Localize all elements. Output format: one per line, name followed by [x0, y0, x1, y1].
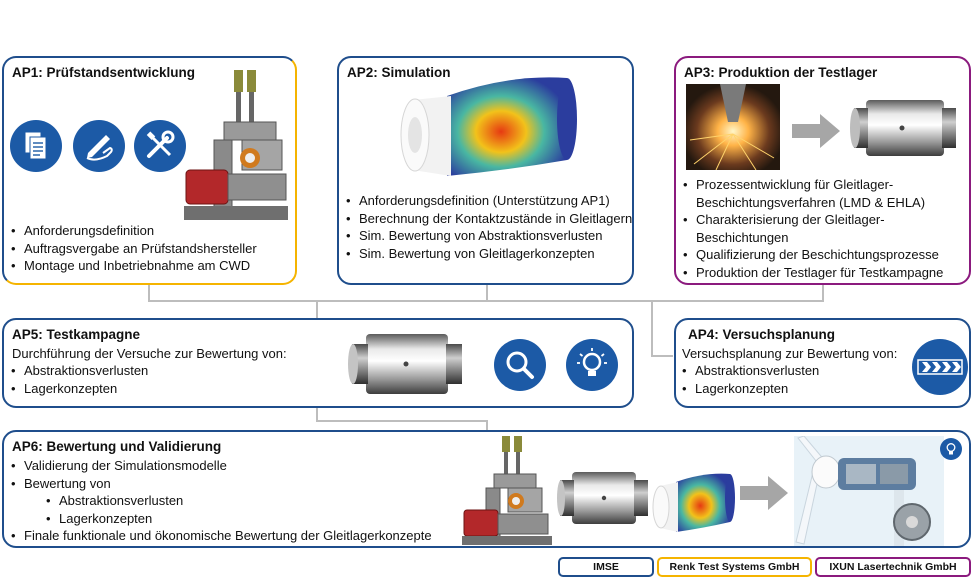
ap5-title: AP5: Testkampagne: [12, 327, 141, 342]
ap2-box: AP2: Simulation Anforderungsdefinition (…: [337, 56, 634, 285]
connector-line: [486, 285, 488, 301]
legend-imse: IMSE: [558, 557, 654, 577]
list-item: Validierung der Simulationsmodelle: [11, 457, 471, 475]
ap4-list: Abstraktionsverlusten Lagerkonzepten: [682, 362, 902, 397]
list-item: Qualifizierung der Beschichtungsprozesse: [683, 246, 968, 264]
ap5-box: AP5: Testkampagne Durchführung der Versu…: [2, 318, 634, 408]
connector-line: [316, 408, 318, 421]
wind-turbine-image: [794, 436, 944, 546]
ap3-box: AP3: Produktion der Testlager Prozessent…: [674, 56, 971, 285]
connector-line: [822, 285, 824, 301]
ap4-intro: Versuchsplanung zur Bewertung von:: [682, 346, 898, 361]
connector-line: [486, 420, 488, 430]
list-item: Sim. Bewertung von Abstraktionsverlusten: [346, 227, 634, 245]
ap3-title: AP3: Produktion der Testlager: [684, 65, 878, 80]
ap5-intro: Durchführung der Versuche zur Bewertung …: [12, 346, 287, 361]
legend-renk: Renk Test Systems GmbH: [657, 557, 812, 577]
ap6-title: AP6: Bewertung und Validierung: [12, 439, 222, 454]
bearing-image: [348, 334, 462, 394]
arrow-right-icon: [740, 476, 788, 510]
simulation-bearing-image: [400, 77, 577, 176]
bearing-image: [850, 100, 956, 156]
connector-line: [148, 300, 824, 302]
ap1-box: AP1: Prüfstandsentwicklung Anforderungsd…: [2, 56, 297, 285]
ap5-list: Abstraktionsverlusten Lagerkonzepten: [11, 362, 311, 397]
list-item: Charakterisierung der Gleitlager-Beschic…: [683, 211, 968, 246]
ap1-list: Anforderungsdefinition Auftragsvergabe a…: [11, 222, 296, 275]
list-item: Produktion der Testlager für Testkampagn…: [683, 264, 968, 282]
connector-line: [148, 285, 150, 301]
list-item: Anforderungsdefinition (Unterstützung AP…: [346, 192, 634, 210]
list-item: Montage und Inbetriebnahme am CWD: [11, 257, 296, 275]
tools-icon: [134, 120, 186, 172]
list-item: Lagerkonzepten: [682, 380, 902, 398]
ap6-list: Validierung der Simulationsmodelle Bewer…: [11, 457, 471, 545]
list-item: Sim. Bewertung von Gleitlagerkonzepten: [346, 245, 634, 263]
connector-line: [651, 300, 653, 356]
bearing-image: [557, 472, 648, 524]
document-icon: [10, 120, 62, 172]
list-item: Berechnung der Kontaktzustände in Gleitl…: [346, 210, 634, 228]
arrow-right-icon: [792, 114, 840, 148]
laser-coating-image: [686, 84, 780, 170]
list-item: Abstraktionsverlusten: [11, 362, 311, 380]
list-item: Bewertung von: [11, 475, 471, 493]
ap4-box: AP4: Versuchsplanung Versuchsplanung zur…: [674, 318, 971, 408]
list-subitem: Abstraktionsverlusten: [11, 492, 471, 510]
list-item: Lagerkonzepten: [11, 380, 311, 398]
list-item: Finale funktionale und ökonomische Bewer…: [11, 527, 471, 545]
ap2-title: AP2: Simulation: [347, 65, 451, 80]
test-rig-image: [462, 436, 552, 545]
magnifier-icon: [494, 339, 546, 391]
connector-line: [651, 355, 673, 357]
list-subitem: Lagerkonzepten: [11, 510, 471, 528]
list-item: Anforderungsdefinition: [11, 222, 296, 240]
list-item: Auftragsvergabe an Prüfstandshersteller: [11, 240, 296, 258]
lightbulb-icon: [940, 438, 962, 460]
list-item: Abstraktionsverlusten: [682, 362, 902, 380]
ap1-title: AP1: Prüfstandsentwicklung: [12, 65, 196, 80]
connector-line: [316, 420, 488, 422]
list-item: Prozessentwicklung für Gleitlager-Beschi…: [683, 176, 968, 211]
test-rig-image: [184, 70, 288, 220]
ap6-box: AP6: Bewertung und Validierung Validieru…: [2, 430, 971, 548]
ap4-title: AP4: Versuchsplanung: [688, 327, 836, 342]
lightbulb-icon: [566, 339, 618, 391]
chevrons-icon: [912, 339, 968, 395]
pen-hand-icon: [73, 120, 125, 172]
simulation-bearing-image: [652, 473, 735, 532]
legend-ixun: IXUN Lasertechnik GmbH: [815, 557, 971, 577]
ap2-list: Anforderungsdefinition (Unterstützung AP…: [346, 192, 634, 262]
connector-line: [316, 300, 318, 318]
ap3-list: Prozessentwicklung für Gleitlager-Beschi…: [683, 176, 968, 281]
